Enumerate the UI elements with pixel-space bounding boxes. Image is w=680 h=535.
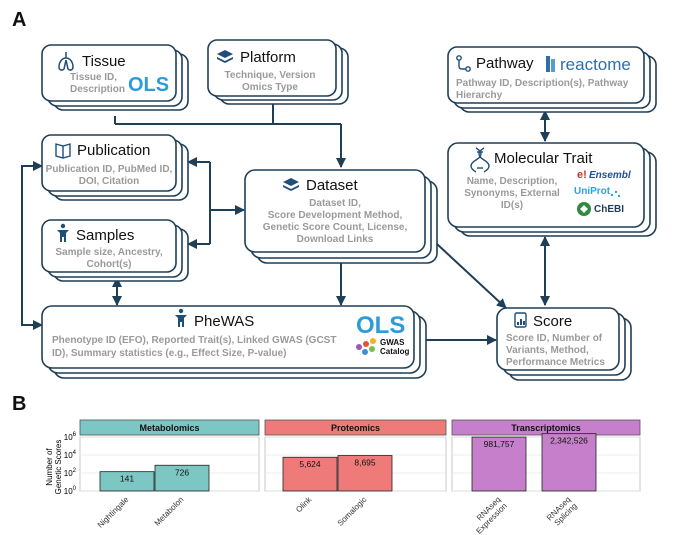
person-icon xyxy=(57,223,69,242)
card-desc-line: Download Links xyxy=(297,234,374,245)
card-title: Pathway xyxy=(476,55,534,72)
card-platform: Platform Technique, Version Omics Type xyxy=(207,39,349,105)
card-desc-line: Description xyxy=(70,84,125,95)
card-desc-line: Phenotype ID (EFO), Reported Trait(s), L… xyxy=(52,335,336,346)
card-title: Molecular Trait xyxy=(494,150,593,167)
bar-value-label: 2,342,526 xyxy=(550,436,588,446)
card-desc-line: Genetic Score Count, License, xyxy=(263,222,408,233)
card-molecular-trait: Molecular Trait Name, Description, Synon… xyxy=(447,142,657,237)
card-desc-line: Technique, Version xyxy=(225,70,316,81)
card-phewas: PheWAS Phenotype ID (EFO), Reported Trai… xyxy=(41,305,427,379)
card-desc-line: ID), Summary statistics (e.g., Effect Si… xyxy=(52,348,287,359)
bar-value-label: 141 xyxy=(120,474,134,484)
card-dataset: Dataset Dataset ID, Score Development Me… xyxy=(244,169,438,264)
bar xyxy=(154,464,210,492)
card-desc-line: Name, Description, xyxy=(467,176,558,187)
card-title: Platform xyxy=(240,49,296,66)
card-title: PheWAS xyxy=(194,313,254,330)
card-desc-line: Variants, Method, xyxy=(506,345,589,356)
ensembl-logo: e! Ensembl xyxy=(577,169,631,181)
svg-text:Catalog: Catalog xyxy=(380,347,409,356)
bar xyxy=(471,436,527,492)
x-tick-label: Olink xyxy=(294,494,314,514)
y-tick-label: 102 xyxy=(64,468,77,478)
chebi-logo: ChEBI xyxy=(577,202,624,216)
y-axis-title: Genetic Scores xyxy=(54,440,63,495)
card-desc-line: Cohort(s) xyxy=(87,259,132,270)
card-tissue: Tissue Tissue ID, Description OLS xyxy=(41,44,189,111)
bar xyxy=(541,433,597,492)
card-title: Samples xyxy=(76,227,134,244)
x-tick-label: Metabolon xyxy=(153,495,186,528)
y-tick-label: 104 xyxy=(64,450,77,460)
card-desc-line: Score ID, Number of xyxy=(506,333,603,344)
card-title: Tissue xyxy=(82,53,126,70)
card-desc-line: Dataset ID, xyxy=(309,198,361,209)
bar-value-label: 5,624 xyxy=(299,459,321,469)
layers-icon xyxy=(217,50,233,63)
panel-label-b: B xyxy=(12,393,26,415)
card-desc-line: Pathway ID, Description(s), Pathway xyxy=(456,78,629,89)
card-desc-line: Sample size, Ancestry, xyxy=(55,247,162,258)
card-desc-line: Publication ID, PubMed ID, xyxy=(46,164,173,175)
card-desc-line: Performance Metrics xyxy=(506,357,605,368)
card-title: Dataset xyxy=(306,177,359,194)
card-desc-line: DOI, Citation xyxy=(79,176,140,187)
facet-header xyxy=(79,419,260,436)
x-tick-label: RNAseqExpression xyxy=(468,495,509,535)
bar-value-label: 726 xyxy=(175,467,189,477)
chart-doc-icon xyxy=(514,312,527,328)
svg-text:GWAS: GWAS xyxy=(380,338,405,347)
bar-value-label: 8,695 xyxy=(354,458,376,468)
layers-icon xyxy=(283,178,299,191)
facet-header-label: Transcriptomics xyxy=(511,423,581,433)
pathway-icon xyxy=(456,55,471,72)
facet-header-label: Proteomics xyxy=(331,423,380,433)
card-desc-line: Omics Type xyxy=(242,82,298,93)
card-desc-line: Hierarchy xyxy=(456,90,503,101)
dna-icon xyxy=(470,147,490,173)
bar xyxy=(282,456,338,492)
x-tick-label: Somalogic xyxy=(336,495,369,528)
svg-text:Ensembl: Ensembl xyxy=(589,170,631,181)
x-tick-label: Nightingale xyxy=(96,495,131,530)
x-tick-label: RNAseqSplicing xyxy=(545,495,579,529)
reactome-logo: reactome xyxy=(546,55,631,74)
ols-logo: OLS xyxy=(128,74,169,96)
bar xyxy=(337,455,393,492)
facet-header-label: Metabolomics xyxy=(139,423,199,433)
facet-header xyxy=(264,419,447,436)
svg-text:UniProt: UniProt xyxy=(574,186,611,197)
card-desc-line: Synonyms, External xyxy=(464,188,560,199)
ols-logo: OLS xyxy=(356,312,405,339)
bar-value-label: 981,757 xyxy=(484,439,515,449)
svg-text:ChEBI: ChEBI xyxy=(594,204,624,215)
card-samples: Samples Sample size, Ancestry, Cohort(s) xyxy=(41,219,189,282)
uniprot-logo: UniProt xyxy=(574,186,621,198)
card-desc-line: ID(s) xyxy=(501,200,523,211)
book-icon xyxy=(55,143,71,159)
panel-label-a: A xyxy=(12,9,26,31)
card-desc-line: Tissue ID, xyxy=(70,72,117,83)
lungs-icon xyxy=(58,52,74,71)
connectors xyxy=(21,104,550,345)
bar xyxy=(99,471,155,492)
svg-text:reactome: reactome xyxy=(560,55,631,74)
card-title: Publication xyxy=(77,142,150,159)
card-pathway: Pathway reactome Pathway ID, Description… xyxy=(447,46,657,113)
person-icon xyxy=(175,308,187,327)
card-publication: Publication Publication ID, PubMed ID, D… xyxy=(41,134,189,201)
card-desc-line: Score Development Method, xyxy=(268,210,403,221)
card-score: Score Score ID, Number of Variants, Meth… xyxy=(496,307,632,381)
y-axis-title: Number of xyxy=(45,448,54,486)
y-tick-label: 106 xyxy=(64,432,77,442)
y-tick-label: 100 xyxy=(64,486,77,496)
gwas-catalog-logo: GWAS Catalog xyxy=(356,338,409,356)
card-title: Score xyxy=(533,313,572,330)
svg-text:e!: e! xyxy=(577,169,587,181)
